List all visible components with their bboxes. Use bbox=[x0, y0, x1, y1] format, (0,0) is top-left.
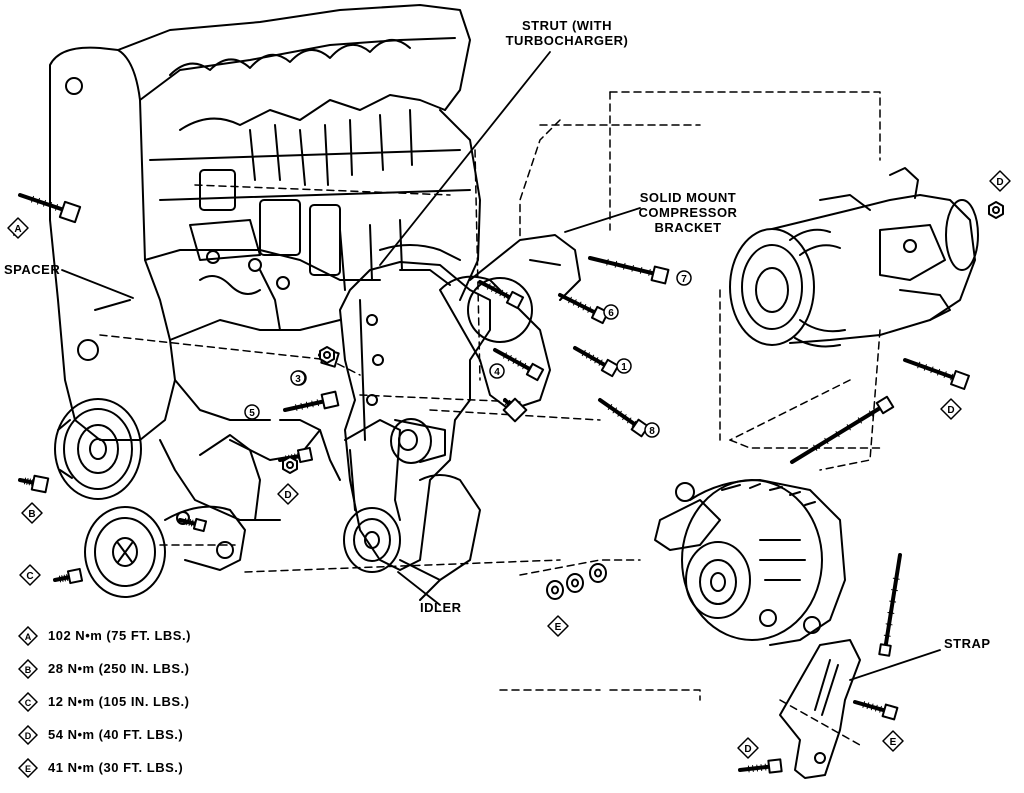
bolt bbox=[598, 398, 650, 438]
engine-block bbox=[49, 4, 481, 601]
callout-e-letter: E bbox=[555, 622, 562, 633]
callout-d-diamond: D bbox=[737, 737, 759, 759]
callouts: ABCDDDDEE12345678 bbox=[7, 170, 1011, 759]
callout-a-letter: A bbox=[14, 224, 21, 235]
legend-row-e: E 41 N•m (30 FT. LBS.) bbox=[18, 758, 258, 791]
nut bbox=[319, 346, 335, 364]
legend-text-e: 41 N•m (30 FT. LBS.) bbox=[48, 760, 184, 775]
diamond-a-icon: A bbox=[18, 626, 38, 646]
callout-n6-circle: 6 bbox=[603, 304, 619, 320]
bolt bbox=[493, 348, 545, 382]
washers bbox=[546, 563, 607, 600]
bolt bbox=[502, 397, 528, 423]
callout-d-letter: D bbox=[284, 490, 291, 501]
callout-d-diamond: D bbox=[277, 483, 299, 505]
callout-n7-circle: 7 bbox=[676, 270, 692, 286]
legend-text-b: 28 N•m (250 IN. LBS.) bbox=[48, 661, 190, 676]
callout-b-letter: B bbox=[28, 509, 35, 520]
callout-e-letter: E bbox=[890, 737, 897, 748]
strut-label-line-1: STRUT (WITH bbox=[522, 18, 612, 33]
legend-text-c: 12 N•m (105 IN. LBS.) bbox=[48, 694, 190, 709]
bolt bbox=[53, 567, 84, 585]
strut-label-line-2: TURBOCHARGER) bbox=[505, 33, 629, 48]
legend-row-b: B 28 N•m (250 IN. LBS.) bbox=[18, 659, 258, 692]
callout-d-diamond: D bbox=[989, 170, 1011, 192]
bolt bbox=[588, 256, 670, 285]
legend-text-a: 102 N•m (75 FT. LBS.) bbox=[48, 628, 191, 643]
callout-n8-circle: 8 bbox=[644, 422, 660, 438]
ac-compressor bbox=[729, 167, 979, 348]
torque-legend: A 102 N•m (75 FT. LBS.) B 28 N•m (250 IN… bbox=[18, 626, 258, 791]
bracket-label-line-2: COMPRESSOR bbox=[638, 205, 738, 220]
callout-c-diamond: C bbox=[19, 564, 41, 586]
bolt bbox=[478, 280, 525, 310]
callout-n8-number: 8 bbox=[649, 426, 655, 437]
bolt bbox=[790, 395, 895, 464]
legend-letter-a: A bbox=[25, 632, 32, 642]
bolt bbox=[573, 346, 620, 378]
diamond-e-icon: E bbox=[18, 758, 38, 778]
callout-d-letter: D bbox=[947, 405, 954, 416]
diamond-d-icon: D bbox=[18, 725, 38, 745]
nut bbox=[282, 456, 298, 474]
callout-n5-number: 5 bbox=[249, 408, 255, 419]
legend-letter-d: D bbox=[25, 731, 32, 741]
bolt bbox=[853, 700, 899, 721]
alternator bbox=[654, 479, 846, 646]
callout-n1-number: 1 bbox=[621, 362, 627, 373]
diamond-b-icon: B bbox=[18, 659, 38, 679]
legend-letter-c: C bbox=[25, 698, 32, 708]
callout-n3-number: 3 bbox=[295, 374, 301, 385]
bolt bbox=[558, 293, 610, 325]
bolt bbox=[878, 553, 902, 657]
callout-n4-circle: 4 bbox=[489, 363, 505, 379]
callout-e-diamond: E bbox=[547, 615, 569, 637]
callout-n6-number: 6 bbox=[608, 308, 614, 319]
bolt bbox=[178, 517, 208, 533]
bolt bbox=[283, 390, 340, 412]
strap-label: STRAP bbox=[944, 636, 991, 651]
callout-d-letter: D bbox=[996, 177, 1003, 188]
bracket-label: SOLID MOUNT COMPRESSOR BRACKET bbox=[628, 190, 748, 235]
bolt bbox=[903, 358, 970, 390]
callout-a-diamond: A bbox=[7, 217, 29, 239]
bolts bbox=[18, 193, 1004, 774]
legend-row-d: D 54 N•m (40 FT. LBS.) bbox=[18, 725, 258, 758]
crank-pulleys bbox=[54, 398, 261, 598]
callout-n3-circle: 3 bbox=[290, 370, 306, 386]
callout-n7-number: 7 bbox=[681, 274, 687, 285]
callout-c-letter: C bbox=[26, 571, 33, 582]
legend-text-d: 54 N•m (40 FT. LBS.) bbox=[48, 727, 184, 742]
leader-lines bbox=[13, 51, 941, 681]
legend-letter-b: B bbox=[25, 665, 32, 675]
bracket-label-line-1: SOLID MOUNT bbox=[639, 190, 737, 205]
legend-row-a: A 102 N•m (75 FT. LBS.) bbox=[18, 626, 258, 659]
callout-n4-number: 4 bbox=[494, 367, 500, 378]
diamond-c-icon: C bbox=[18, 692, 38, 712]
strap bbox=[779, 639, 861, 779]
bolt bbox=[18, 474, 50, 494]
nut bbox=[988, 201, 1004, 219]
spacer-label: SPACER bbox=[4, 262, 61, 277]
callout-d-diamond: D bbox=[940, 398, 962, 420]
legend-row-c: C 12 N•m (105 IN. LBS.) bbox=[18, 692, 258, 725]
bolt bbox=[18, 193, 82, 224]
legend-letter-e: E bbox=[25, 764, 31, 774]
idler-pulleys bbox=[343, 418, 446, 573]
idler-label: IDLER bbox=[420, 600, 462, 615]
callout-e-diamond: E bbox=[882, 730, 904, 752]
callout-n5-circle: 5 bbox=[244, 404, 260, 420]
bolt bbox=[738, 758, 783, 774]
bracket-label-line-3: BRACKET bbox=[654, 220, 722, 235]
callout-b-diamond: B bbox=[21, 502, 43, 524]
callout-n1-circle: 1 bbox=[616, 358, 632, 374]
callout-d-letter: D bbox=[744, 744, 751, 755]
strut-label: STRUT (WITH TURBOCHARGER) bbox=[497, 18, 637, 48]
